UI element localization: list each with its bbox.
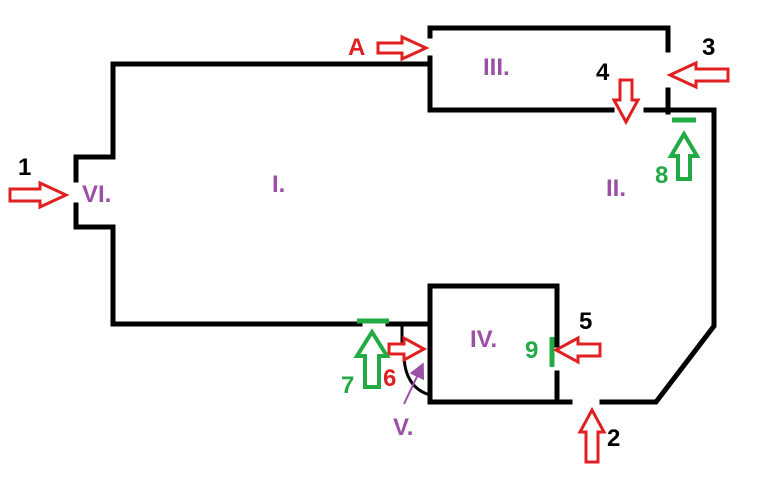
wall-hall-left-lower — [73, 202, 363, 327]
room-label-ii: II. — [606, 175, 626, 202]
arrow-entrance-5 — [552, 335, 602, 365]
green-doors — [357, 117, 696, 367]
arrow-entrance-3 — [666, 60, 730, 90]
wall-room-iv — [427, 283, 573, 405]
room-label-vi: VI. — [82, 181, 111, 208]
walls — [73, 25, 717, 405]
door-label-6: 6 — [383, 365, 396, 392]
entrance-label-5: 5 — [579, 308, 592, 335]
green-arrows — [353, 130, 701, 389]
arrow-door-6 — [387, 335, 428, 363]
wall-room-iii-bottom — [427, 55, 615, 113]
room-label-v: V. — [393, 414, 413, 441]
arrow-door-8 — [667, 130, 701, 181]
door-label-7: 7 — [341, 372, 354, 399]
door-label-8: 8 — [655, 162, 668, 189]
door-label-9: 9 — [525, 337, 538, 364]
arrow-entrance-4 — [611, 78, 641, 126]
arrow-entrance-2 — [577, 406, 607, 464]
wall-room-ii-right — [599, 107, 717, 405]
wall-room-iii-top — [427, 25, 671, 53]
room-label-iv: IV. — [470, 326, 497, 353]
arrow-entrance-1 — [8, 180, 70, 210]
room-label-i: I. — [272, 171, 285, 198]
room-label-iii: III. — [483, 54, 510, 81]
entrance-label-a: A — [348, 34, 365, 61]
entrance-label-4: 4 — [596, 59, 610, 86]
entrance-label-2: 2 — [607, 425, 620, 452]
wall-hall-top — [73, 61, 433, 183]
red-arrows — [8, 34, 730, 464]
entrance-label-1: 1 — [18, 154, 31, 181]
arrow-entrance-a — [376, 34, 430, 62]
arrow-door-7 — [353, 328, 391, 389]
entrance-label-3: 3 — [702, 34, 715, 61]
wall-room-v-arc — [402, 356, 432, 397]
pointer-room-v — [403, 362, 425, 405]
